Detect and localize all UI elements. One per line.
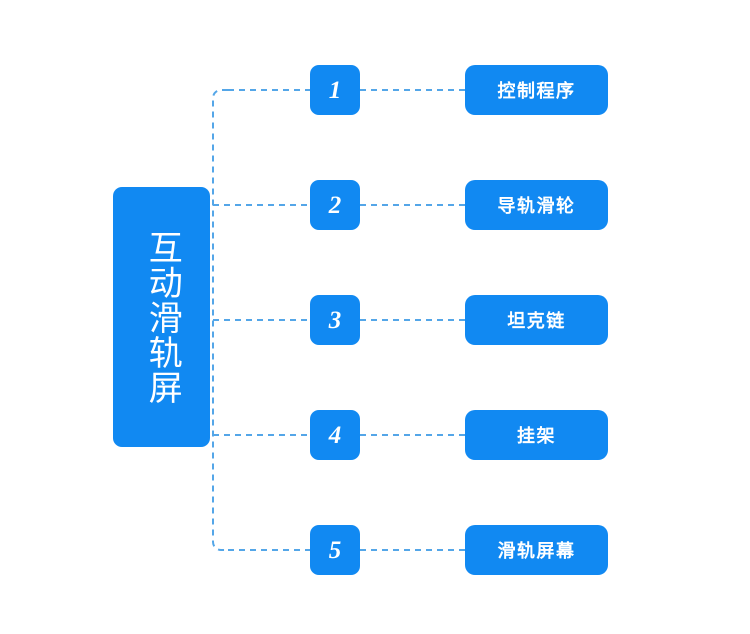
connector-spine	[212, 89, 228, 551]
leaf-node-5[interactable]: 滑轨屏幕	[465, 525, 608, 575]
number-badge-2-value: 2	[328, 191, 342, 219]
leaf-node-2[interactable]: 导轨滑轮	[465, 180, 608, 230]
number-badge-4[interactable]: 4	[310, 410, 360, 460]
leaf-node-3-label: 坦克链	[507, 311, 566, 331]
number-badge-1-value: 1	[328, 76, 342, 104]
number-badge-3-value: 3	[328, 306, 342, 334]
number-badge-3[interactable]: 3	[310, 295, 360, 345]
leaf-node-5-label: 滑轨屏幕	[497, 541, 576, 561]
leaf-node-3[interactable]: 坦克链	[465, 295, 608, 345]
number-badge-2[interactable]: 2	[310, 180, 360, 230]
leaf-node-1[interactable]: 控制程序	[465, 65, 608, 115]
number-badge-1[interactable]: 1	[310, 65, 360, 115]
leaf-node-2-label: 导轨滑轮	[497, 196, 576, 216]
leaf-node-4-label: 挂架	[517, 426, 556, 446]
number-badge-5[interactable]: 5	[310, 525, 360, 575]
root-node[interactable]: 互动滑轨屏	[113, 187, 210, 447]
number-badge-4-value: 4	[328, 421, 342, 449]
number-badge-5-value: 5	[328, 536, 342, 564]
leaf-node-1-label: 控制程序	[497, 81, 576, 101]
leaf-node-4[interactable]: 挂架	[465, 410, 608, 460]
root-node-label: 互动滑轨屏	[143, 229, 182, 405]
